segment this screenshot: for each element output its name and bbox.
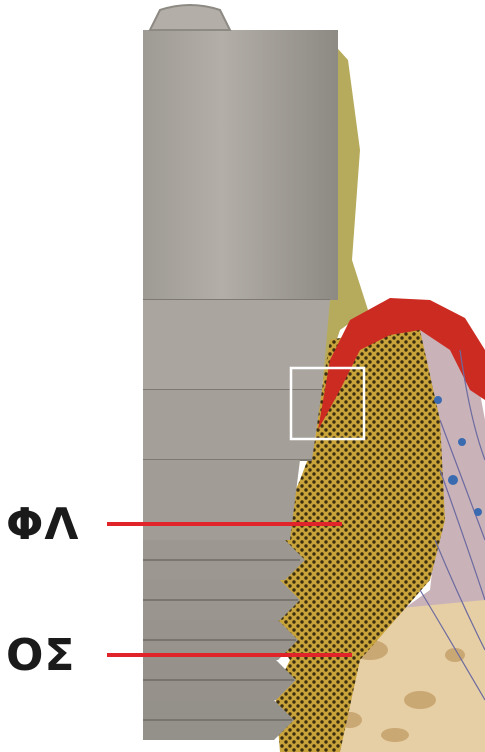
label-upper: ΦΛ [6,503,79,547]
label-lower: ΟΣ [6,634,75,678]
